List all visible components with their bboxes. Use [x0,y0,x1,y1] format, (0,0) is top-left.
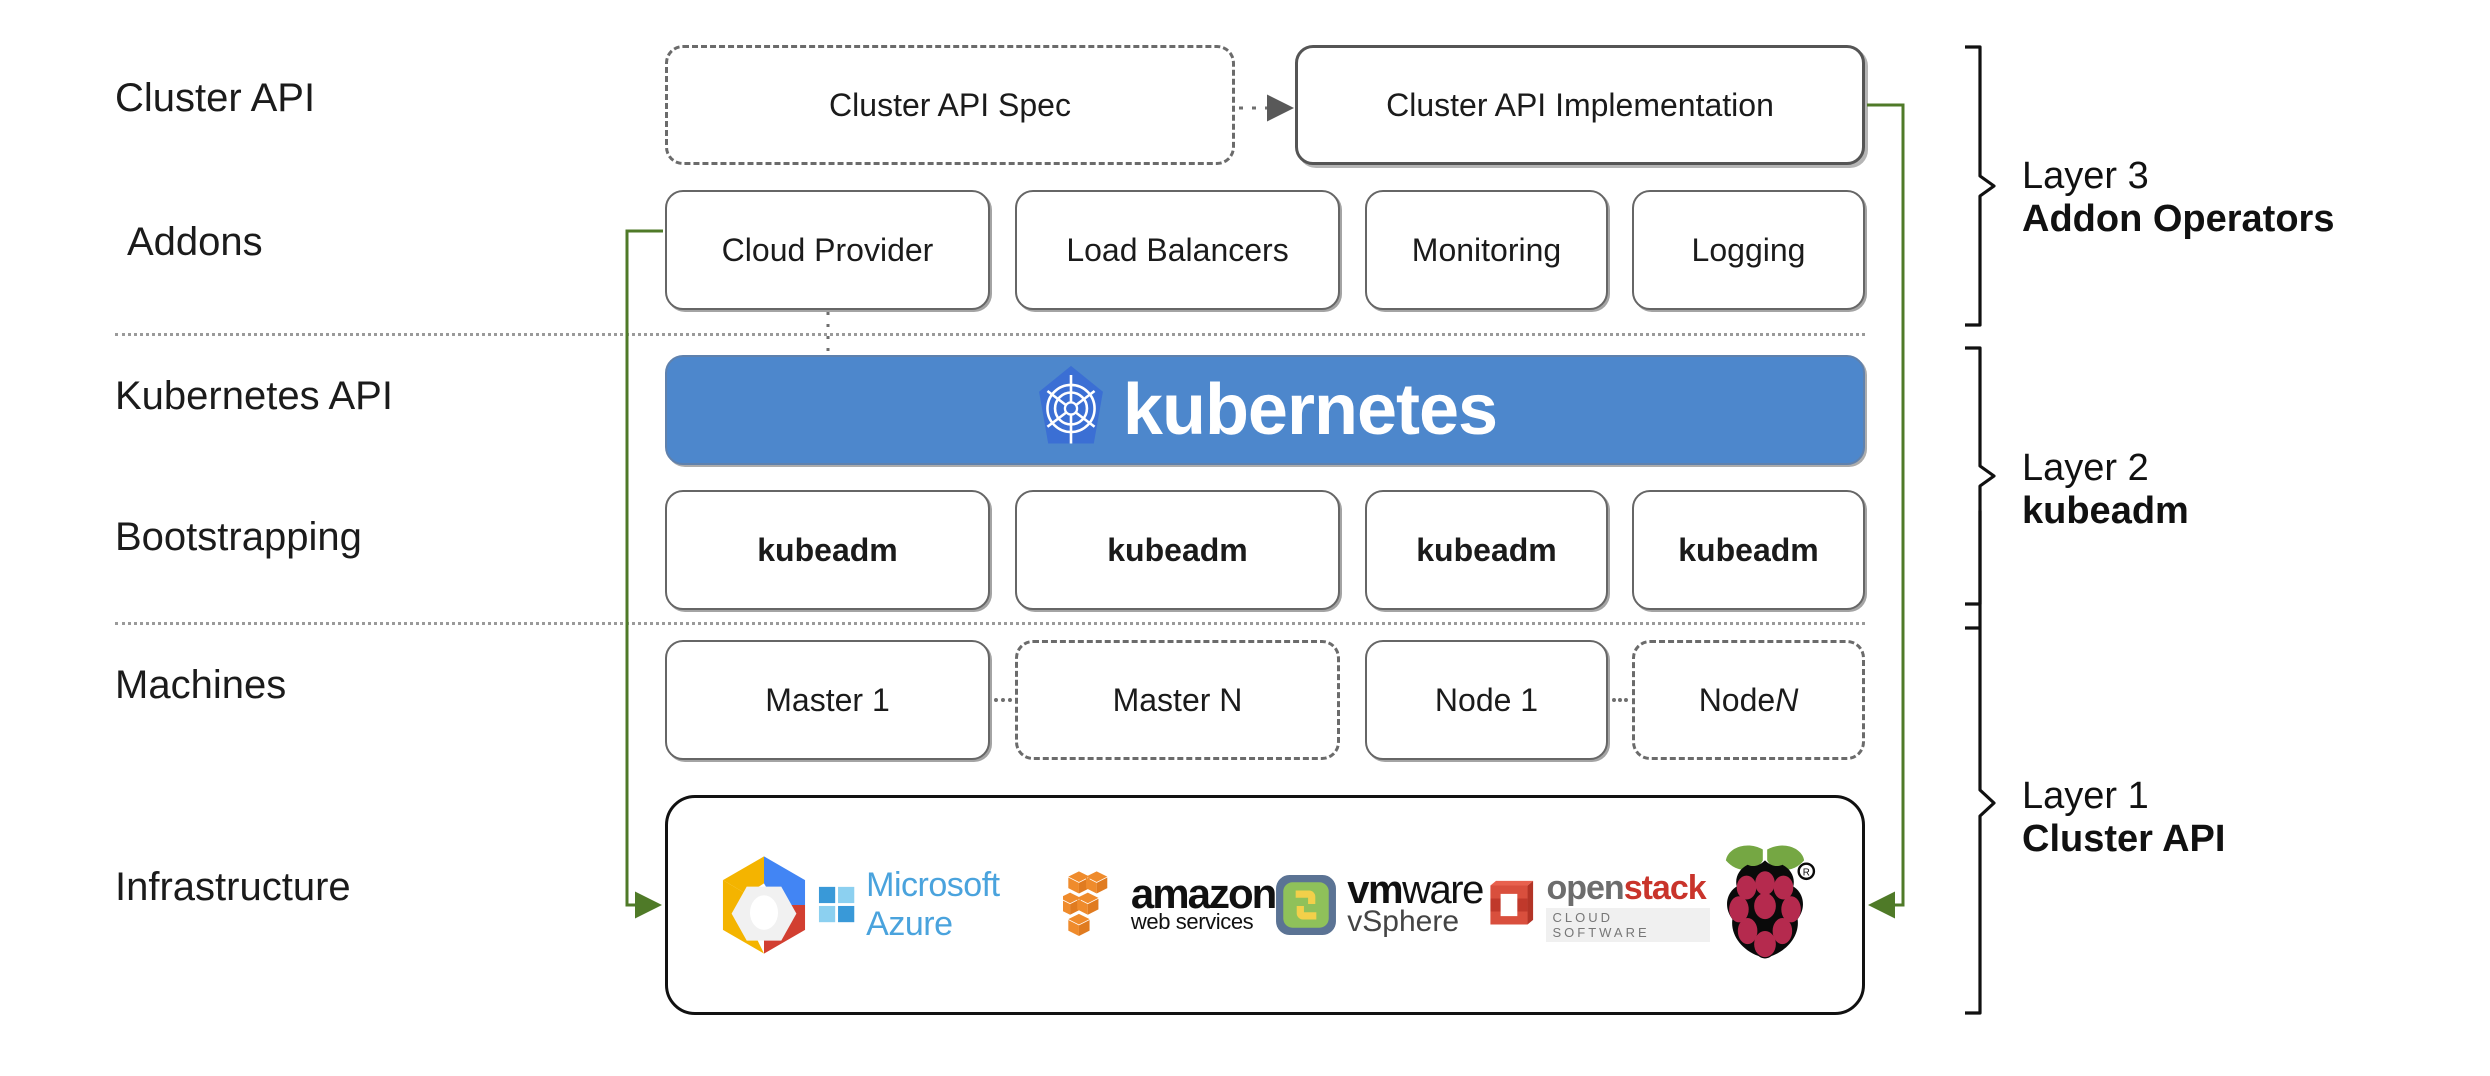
vmware-vm-part: vm [1347,868,1403,912]
svg-text:R: R [1803,867,1810,878]
row-label-machines: Machines [115,663,287,707]
amazon-web-services-subtext: web services [1130,909,1254,935]
amazon-web-services-logo: amazon web services [1062,869,1277,941]
layer-label-1: Layer 1 Cluster API [2022,775,2225,860]
row-label-infrastructure: Infrastructure [115,865,351,909]
amazon-wordmark: amazon [1130,869,1277,917]
google-cloud-platform-logo [710,851,818,959]
row-label-addons: Addons [127,220,263,264]
bracket-layer-1 [1965,509,1996,1015]
kubeadm-box-2[interactable]: kubeadm [1015,490,1340,610]
addon-box-load-balancers[interactable]: Load Balancers [1015,190,1340,310]
openstack-subtext: CLOUD SOFTWARE [1546,907,1710,942]
row-label-kubernetes-api: Kubernetes API [115,374,393,418]
layer-3-name: Addon Operators [2022,197,2335,240]
addon-box-cloud-provider[interactable]: Cloud Provider [665,190,990,310]
machine-ellipsis-master [994,698,1012,702]
machine-box-master-n[interactable]: Master N [1015,640,1340,760]
vmware-ware-part: ware [1402,868,1484,912]
kubernetes-banner[interactable]: kubernetes [665,355,1865,465]
infrastructure-panel[interactable]: Microsoft Azure amazon web services [665,795,1865,1015]
vsphere-subtext: vSphere [1347,905,1460,938]
layer-label-3: Layer 3 Addon Operators [2022,155,2334,240]
separator-layer3-layer2 [115,333,1865,336]
bracket-layer-2 [1965,346,1996,606]
layer-1-name: Cluster API [2022,817,2226,860]
layer-1-number: Layer 1 [2022,775,2149,817]
machine-box-node-n-label-italic: N [1775,681,1799,718]
machine-ellipsis-node [1612,698,1628,702]
raspberry-pi-logo: R [1710,843,1820,968]
microsoft-azure-logo: Microsoft Azure [818,866,1063,944]
cluster-api-spec-box[interactable]: Cluster API Spec [665,45,1235,165]
separator-layer2-layer1 [115,622,1865,625]
kubeadm-box-1[interactable]: kubeadm [665,490,990,610]
layer-2-number: Layer 2 [2022,447,2149,489]
openstack-stack-part: stack [1623,868,1707,907]
vmware-vsphere-logo: vmware vSphere [1275,870,1484,938]
kubernetes-helm-wheel-icon [1033,364,1109,456]
bracket-layer-3 [1965,45,1996,327]
layer-label-2: Layer 2 kubeadm [2022,447,2189,532]
addon-box-monitoring[interactable]: Monitoring [1365,190,1608,310]
kubeadm-box-3[interactable]: kubeadm [1365,490,1608,610]
machine-box-node-n[interactable]: Node N [1632,640,1865,760]
kubernetes-wordmark: kubernetes [1122,370,1498,450]
machine-box-node-1[interactable]: Node 1 [1365,640,1608,760]
layer-2-name: kubeadm [2022,489,2189,532]
vmware-wordmark: vmware [1347,870,1484,910]
addon-box-logging[interactable]: Logging [1632,190,1865,310]
arrow-implementation-to-infrastructure [1867,103,1905,919]
layer-3-number: Layer 3 [2022,155,2149,197]
microsoft-azure-wordmark: Microsoft Azure [866,866,1000,943]
openstack-open-part: open [1546,868,1624,907]
cluster-api-implementation-box[interactable]: Cluster API Implementation [1295,45,1865,165]
kubeadm-box-4[interactable]: kubeadm [1632,490,1865,610]
row-label-bootstrapping: Bootstrapping [115,515,362,559]
machine-box-master-1[interactable]: Master 1 [665,640,990,760]
machine-box-node-n-label: Node [1698,681,1776,718]
row-label-cluster-api: Cluster API [115,76,316,120]
